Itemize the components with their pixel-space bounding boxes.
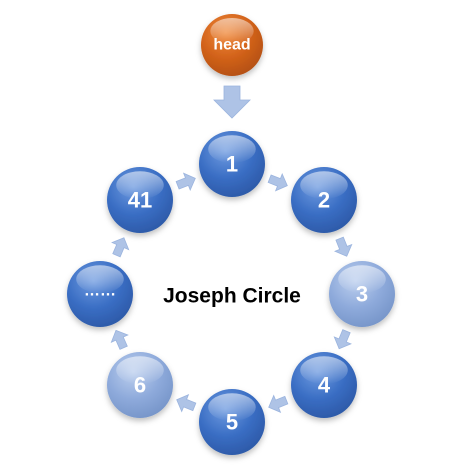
nodes-layer: head 1 2 3 4 5 6 …… 41 bbox=[67, 14, 395, 455]
node-2: 2 bbox=[291, 167, 357, 233]
node-3-label: 3 bbox=[356, 282, 368, 307]
head-node: head bbox=[201, 14, 263, 76]
arrow-1-to-2 bbox=[267, 172, 288, 192]
node-4: 4 bbox=[291, 352, 357, 418]
node-5: 5 bbox=[199, 389, 265, 455]
node-1: 1 bbox=[199, 131, 265, 197]
head-node-label: head bbox=[213, 37, 250, 54]
node-6: 6 bbox=[107, 352, 173, 418]
arrow-41-to-1 bbox=[175, 172, 196, 192]
arrow-4-to-5 bbox=[268, 394, 289, 413]
arrow-2-to-3 bbox=[333, 236, 353, 257]
node-5-label: 5 bbox=[226, 410, 238, 435]
arrow-3-to-4 bbox=[333, 329, 352, 350]
node-2-label: 2 bbox=[318, 188, 330, 213]
node-6-label: 6 bbox=[134, 373, 146, 398]
node-3: 3 bbox=[329, 261, 395, 327]
arrow-6-to-ellipsis bbox=[110, 329, 129, 350]
arrow-ellipsis-to-41 bbox=[111, 237, 130, 258]
node-ellipsis-label: …… bbox=[84, 283, 116, 300]
node-1-label: 1 bbox=[226, 152, 238, 177]
arrows-layer bbox=[110, 85, 353, 413]
node-ellipsis: …… bbox=[67, 261, 133, 327]
diagram-title: Joseph Circle bbox=[163, 285, 301, 308]
node-41: 41 bbox=[107, 167, 173, 233]
arrow-5-to-6 bbox=[176, 394, 197, 413]
arrow-head-to-1 bbox=[213, 85, 251, 119]
node-4-label: 4 bbox=[318, 373, 331, 398]
node-41-label: 41 bbox=[128, 188, 152, 213]
